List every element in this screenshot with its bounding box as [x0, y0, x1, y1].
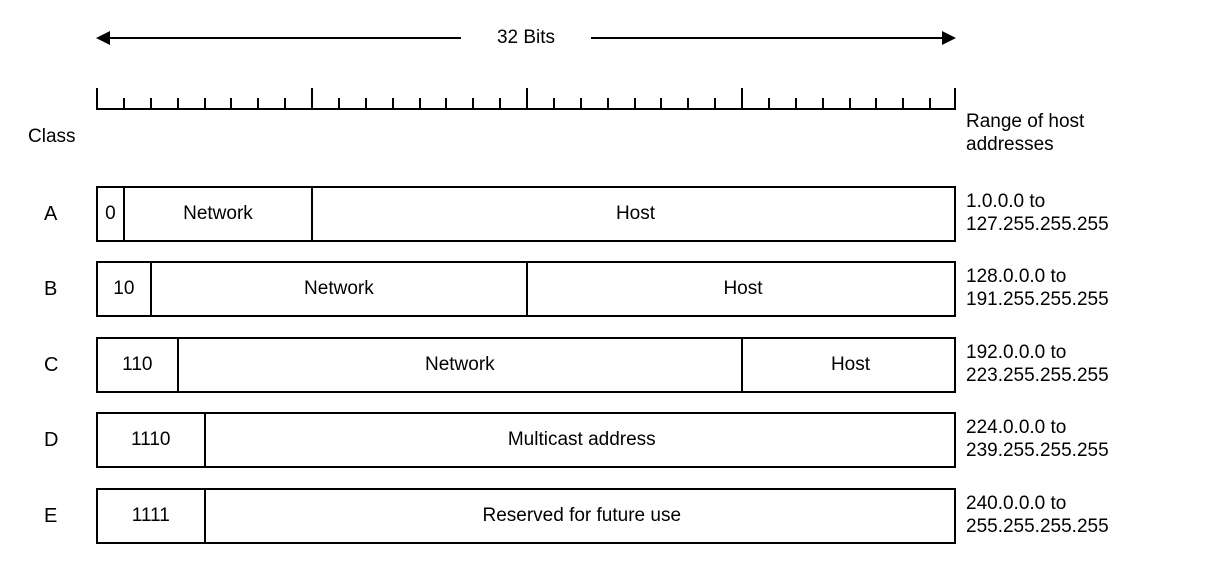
ruler-tick-minor: [445, 98, 448, 110]
class-letter: B: [44, 278, 58, 300]
ruler-tick-minor: [364, 98, 367, 110]
ruler-tick-minor: [606, 98, 609, 110]
ruler-tick-minor: [230, 98, 233, 110]
class-prefix-cell: 1110: [98, 414, 206, 466]
ruler-tick-major: [741, 88, 743, 110]
field-cell: Network: [152, 263, 528, 315]
bit-width-arrow: 32 Bits: [96, 24, 956, 52]
class-prefix-cell: 10: [98, 263, 152, 315]
ruler-tick-minor: [767, 98, 770, 110]
field-cell: Multicast address: [507, 429, 656, 450]
ruler-tick-minor: [794, 98, 797, 110]
ruler-tick-minor: [149, 98, 152, 110]
ruler-tick-minor: [902, 98, 905, 110]
ruler-tick-minor: [929, 98, 932, 110]
ruler-tick-minor: [284, 98, 287, 110]
ruler-tick-minor: [579, 98, 582, 110]
field-cell: Host: [615, 203, 656, 224]
field-cell: Reserved for future use: [482, 505, 682, 526]
ruler-tick-minor: [472, 98, 475, 110]
arrow-line-right: [566, 37, 946, 39]
host-address-range: 192.0.0.0 to 223.255.255.255: [966, 342, 1109, 386]
arrow-head-right-icon: [942, 31, 956, 45]
class-letter: D: [44, 429, 59, 451]
address-format-bar: 1111 Reserved for future use: [96, 488, 956, 544]
ruler-tick-minor: [552, 98, 555, 110]
class-row: E 1111 Reserved for future use 240.0.0.0 to…: [0, 488, 1212, 544]
ruler-tick-minor: [633, 98, 636, 110]
ruler-tick-minor: [714, 98, 717, 110]
ruler-tick-major: [526, 88, 528, 110]
ruler-tick-minor: [687, 98, 690, 110]
ruler-tick-major: [311, 88, 313, 110]
ruler-tick-minor: [848, 98, 851, 110]
ruler-tick-minor: [176, 98, 179, 110]
ruler-tick-minor: [821, 98, 824, 110]
ruler-tick-minor: [875, 98, 878, 110]
ruler-tick-minor: [257, 98, 260, 110]
host-address-range: 240.0.0.0 to 255.255.255.255: [966, 493, 1109, 537]
bit-width-label: 32 Bits: [461, 24, 591, 51]
ruler-tick-minor: [418, 98, 421, 110]
range-column-header: Range of host addresses: [966, 111, 1085, 155]
field-cell: Network: [179, 339, 743, 391]
field-cell: Host: [723, 278, 763, 299]
bit-ruler: [96, 88, 956, 110]
field-cell: Network: [125, 188, 313, 240]
class-column-header: Class: [28, 126, 76, 147]
ruler-tick-minor: [122, 98, 125, 110]
ruler-tick-major: [954, 88, 956, 110]
class-row: D 1110 Multicast address 224.0.0.0 to 239.2…: [0, 412, 1212, 468]
class-prefix-cell: 0: [98, 188, 125, 240]
ruler-tick-minor: [337, 98, 340, 110]
ruler-tick-minor: [499, 98, 502, 110]
class-letter: E: [44, 505, 58, 527]
host-address-range: 1.0.0.0 to 127.255.255.255: [966, 191, 1109, 235]
class-prefix-cell: 110: [98, 339, 179, 391]
ruler-tick-minor: [203, 98, 206, 110]
ruler-tick-minor: [391, 98, 394, 110]
arrow-line-left: [106, 37, 486, 39]
host-address-range: 224.0.0.0 to 239.255.255.255: [966, 417, 1109, 461]
class-letter: A: [44, 203, 58, 225]
field-cell: Host: [830, 354, 871, 375]
arrow-head-left-icon: [96, 31, 110, 45]
class-letter: C: [44, 354, 59, 376]
ruler-tick-minor: [660, 98, 663, 110]
address-format-bar: 1110 Multicast address: [96, 412, 956, 468]
host-address-range: 128.0.0.0 to 191.255.255.255: [966, 266, 1109, 310]
class-prefix-cell: 1111: [98, 490, 206, 542]
ruler-tick-major: [96, 88, 98, 110]
